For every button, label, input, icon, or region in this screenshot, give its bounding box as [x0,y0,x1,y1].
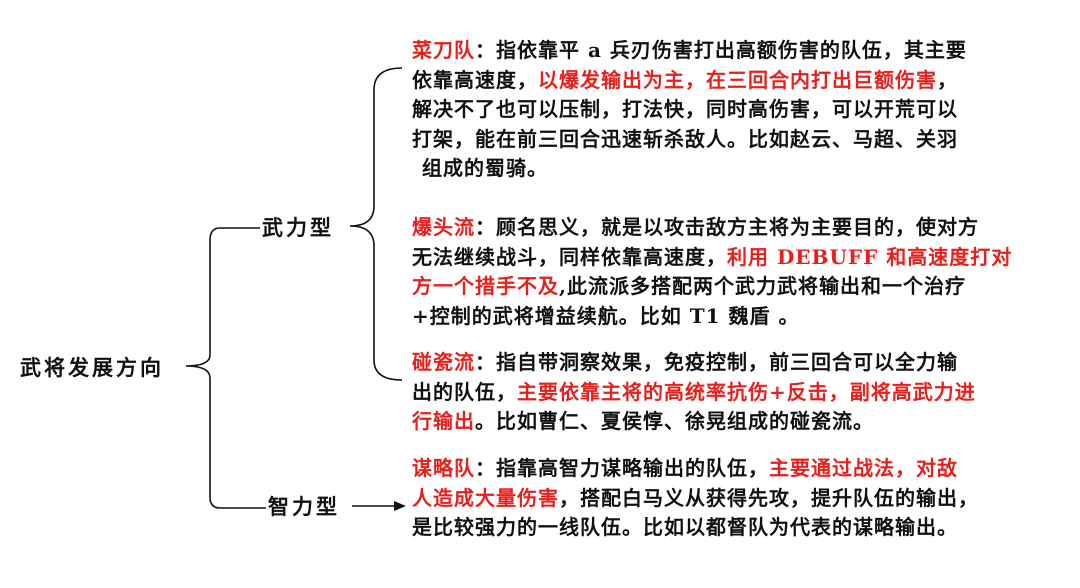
text-span: 。比如曹仁、夏侯惇、徐晃组成的碰瓷流。 [475,409,874,433]
text-span: ：指依靠平 a 兵刃伤害打出高额伤害的队伍，其主要 [475,38,967,62]
highlight-span: 主要通过战法，对敌 [769,456,958,480]
text-span: ：顾名思义，就是以攻击敌方主将为主要目的，使对方 [475,215,979,239]
description-moulue: 谋略队：指靠高智力谋略输出的队伍，主要通过战法，对敌 人造成大量伤害，搭配白马义… [412,454,1072,543]
branch-node-zhili: 智力型 [268,494,340,519]
text-line: 爆头流：顾名思义，就是以攻击敌方主将为主要目的，使对方 [412,213,1072,243]
arrowhead-icon [394,501,406,511]
text-line: 无法继续战斗，同样依靠高速度，利用 DEBUFF 和高速度打对 [412,243,1072,273]
text-line: 组成的蜀骑。 [422,156,548,180]
text-line: 打架，能在前三回合迅速斩杀敌人。比如赵云、马超、关羽 [412,126,958,151]
text-line: 是比较强力的一线队伍。比如以都督队为代表的谋略输出。 [412,515,958,539]
text-line: 碰瓷流：指自带洞察效果，免疫控制，前三回合可以全力输 [412,348,1072,378]
term-name: 爆头流 [412,215,475,239]
term-name: 碰瓷流 [412,350,475,374]
text-span: 无法继续战斗，同样依靠高速度， [412,244,727,269]
text-span: ，搭配白马义从获得先攻，提升队伍的输出， [559,485,979,510]
text-line: 行输出。比如曹仁、夏侯惇、徐晃组成的碰瓷流。 [412,407,1072,437]
text-line: 谋略队：指靠高智力谋略输出的队伍，主要通过战法，对敌 [412,454,1072,484]
text-line: 出的队伍，主要依靠主将的高统率抗伤+反击，副将高武力进 [412,378,1072,408]
highlight-span: 利用 DEBUFF 和高速度打对 [727,244,1013,269]
text-span: ：指靠高智力谋略输出的队伍， [475,456,769,480]
root-brace [185,227,221,509]
highlight-span: 人造成大量伤害 [412,485,559,510]
root-node: 武将发展方向 [20,355,164,380]
term-name: 谋略队 [412,456,475,480]
wuli-brace [349,67,403,381]
text-span: ,此流派多搭配两个武力武将输出和一个治疗 [559,274,966,298]
branch-node-wuli: 武力型 [262,215,334,240]
text-line: 人造成大量伤害，搭配白马义从获得先攻，提升队伍的输出， [412,484,1072,514]
description-baotou: 爆头流：顾名思义，就是以攻击敌方主将为主要目的，使对方 无法继续战斗，同样依靠高… [412,213,1072,331]
description-pengci: 碰瓷流：指自带洞察效果，免疫控制，前三回合可以全力输 出的队伍，主要依靠主将的高… [412,348,1072,437]
text-span: ：指自带洞察效果，免疫控制，前三回合可以全力输 [475,350,958,374]
text-span: ， [937,67,958,92]
highlight-span: 行输出 [412,409,475,433]
highlight-span: 方一个措手不及 [412,274,559,298]
text-span: 出的队伍， [412,379,517,404]
description-caidao: 菜刀队：指依靠平 a 兵刃伤害打出高额伤害的队伍，其主要 依靠高速度，以爆发输出… [412,36,1072,184]
highlight-span: 以爆发输出为主，在三回合内打出巨额伤害 [538,67,937,92]
text-line: 方一个措手不及,此流派多搭配两个武力武将输出和一个治疗 [412,272,1072,302]
text-line: 菜刀队：指依靠平 a 兵刃伤害打出高额伤害的队伍，其主要 [412,36,1072,66]
text-line: 解决不了也可以压制，打法快，同时高伤害，可以开荒可以 [412,97,958,121]
term-name: 菜刀队 [412,38,475,62]
text-line: 依靠高速度，以爆发输出为主，在三回合内打出巨额伤害， [412,66,1072,96]
text-line: +控制的武将增益续航。比如 T1 魏盾 。 [412,303,800,328]
text-span: 依靠高速度， [412,67,538,92]
highlight-span: 主要依靠主将的高统率抗伤+反击，副将高武力进 [517,379,976,404]
